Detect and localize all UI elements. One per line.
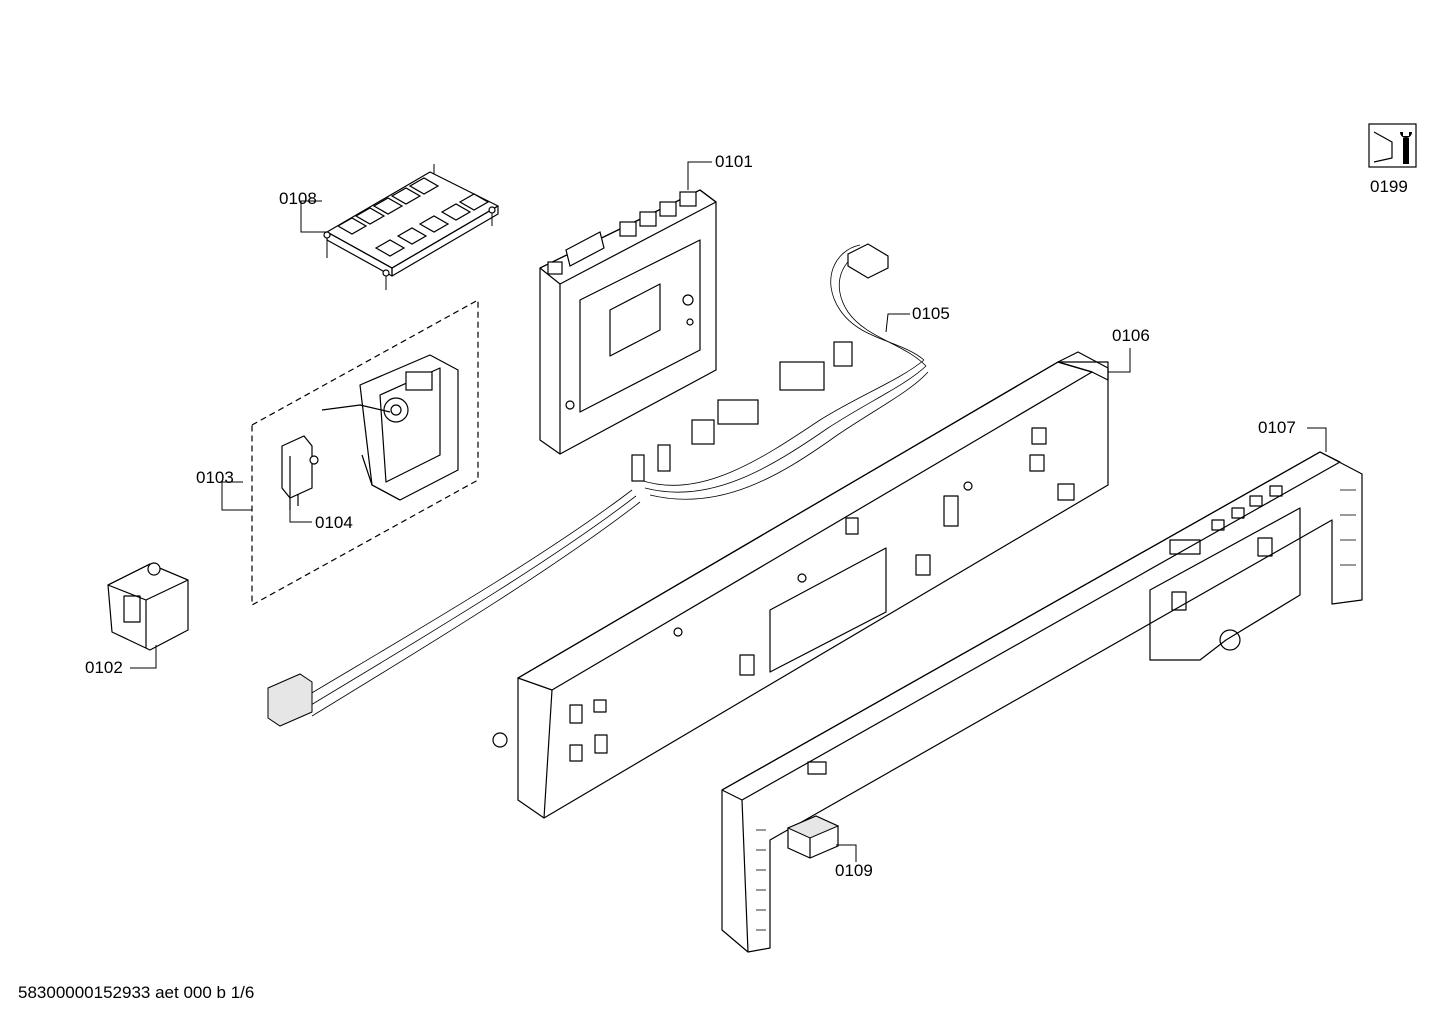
label-0108: 0108 bbox=[279, 189, 317, 208]
part-0104-switch bbox=[281, 435, 319, 523]
part-0101-control-module bbox=[539, 161, 717, 455]
part-0109-cap bbox=[786, 815, 857, 862]
part-0107-handle-trim bbox=[721, 427, 1363, 953]
label-0101: 0101 bbox=[715, 152, 753, 171]
part-0199-tool-icon bbox=[1368, 123, 1417, 168]
label-0103: 0103 bbox=[196, 468, 234, 487]
part-0103-dispenser-group bbox=[221, 298, 479, 607]
part-0102-bracket bbox=[107, 562, 189, 669]
part-0103-lock-assembly bbox=[321, 354, 459, 501]
part-0105-wiring-harness bbox=[267, 243, 929, 727]
part-0108-keypad-mat bbox=[300, 164, 499, 290]
label-0109: 0109 bbox=[835, 861, 873, 880]
part-0106-panel-frame bbox=[492, 348, 1131, 819]
label-0102: 0102 bbox=[85, 658, 123, 677]
label-0199: 0199 bbox=[1370, 177, 1408, 196]
label-0104: 0104 bbox=[315, 513, 353, 532]
label-0107: 0107 bbox=[1258, 418, 1296, 437]
label-0106: 0106 bbox=[1112, 326, 1150, 345]
drawing-reference: 58300000152933 aet 000 b 1/6 bbox=[18, 983, 255, 1002]
label-0105: 0105 bbox=[912, 304, 950, 323]
